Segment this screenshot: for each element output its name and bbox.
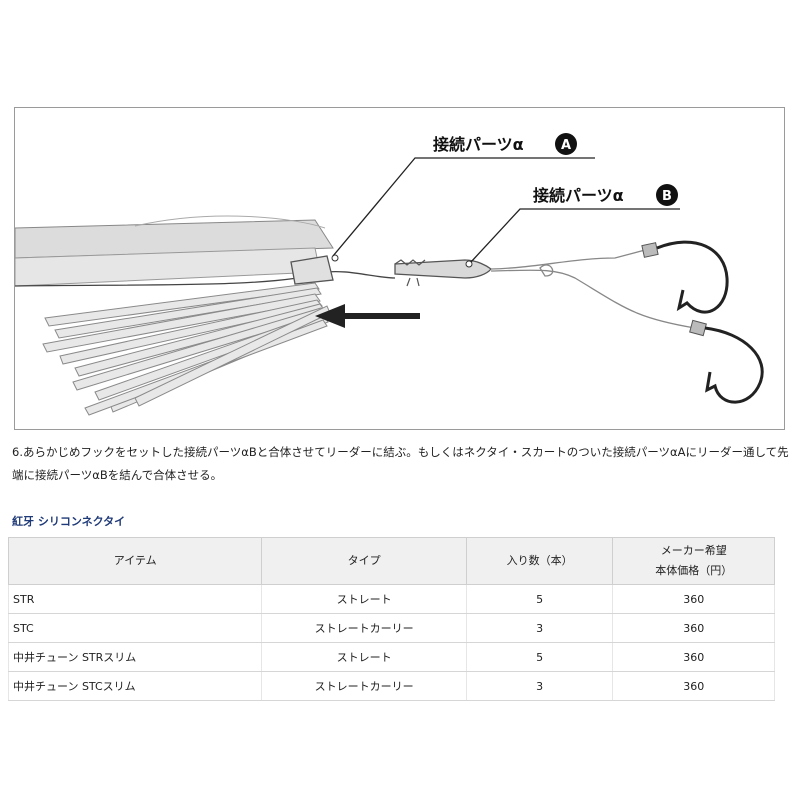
badge-b-icon bbox=[656, 184, 678, 206]
header-price-line1: メーカー希望 bbox=[660, 544, 727, 557]
leader-line bbox=[15, 270, 396, 287]
cell-item: 中井チューン STCスリム bbox=[7, 671, 263, 701]
diagram-frame: 接続パーツα A 接続パーツα B bbox=[14, 107, 785, 430]
cell-item: 中井チューン STRスリム bbox=[7, 642, 263, 672]
cell-type: ストレート bbox=[261, 642, 467, 672]
cell-item: STR bbox=[7, 584, 263, 614]
cell-price: 360 bbox=[612, 613, 775, 643]
header-item: アイテム bbox=[7, 537, 263, 585]
callout-a: 接続パーツα A bbox=[332, 133, 595, 257]
assist-lines bbox=[490, 249, 696, 329]
table-row: 中井チューン STRスリム ストレート 5 360 bbox=[7, 642, 775, 672]
header-price-line2: 本体価格（円） bbox=[655, 564, 733, 577]
direction-arrow bbox=[315, 304, 420, 328]
rig-diagram: 接続パーツα A 接続パーツα B bbox=[15, 133, 764, 416]
header-price: メーカー希望 本体価格（円） bbox=[612, 537, 775, 585]
header-count: 入り数（本） bbox=[465, 537, 614, 585]
cell-count: 5 bbox=[465, 584, 614, 614]
cell-item: STC bbox=[7, 613, 263, 643]
caption-text: 6.あらかじめフックをセットした接続パーツαBと合体させてリーダーに結ぶ。もしく… bbox=[12, 445, 789, 482]
header-type: タイプ bbox=[261, 537, 467, 585]
callout-b-label: 接続パーツα bbox=[533, 186, 624, 205]
table-row: STC ストレートカーリー 3 360 bbox=[7, 613, 775, 643]
hook-upper bbox=[641, 240, 729, 314]
section-title: 紅牙 シリコンネクタイ bbox=[12, 515, 126, 528]
table-row: 中井チューン STCスリム ストレートカーリー 3 360 bbox=[7, 671, 775, 701]
callout-a-label: 接続パーツα bbox=[433, 135, 524, 154]
badge-a-letter: A bbox=[561, 138, 571, 153]
badge-a-icon bbox=[555, 133, 577, 155]
cell-price: 360 bbox=[612, 584, 775, 614]
badge-b-letter: B bbox=[662, 189, 672, 204]
skirt-strands bbox=[42, 282, 331, 416]
cell-price: 360 bbox=[612, 642, 775, 672]
connector-a bbox=[290, 254, 339, 285]
cell-price: 360 bbox=[612, 671, 775, 701]
necktie-strips bbox=[15, 215, 334, 287]
hook-lower bbox=[689, 319, 764, 404]
table-header-row: アイテム タイプ 入り数（本） メーカー希望 本体価格（円） bbox=[7, 537, 775, 585]
cell-type: ストレートカーリー bbox=[261, 671, 467, 701]
cell-count: 3 bbox=[465, 671, 614, 701]
spec-table: アイテム タイプ 入り数（本） メーカー希望 本体価格（円） STR ストレート… bbox=[7, 537, 775, 701]
cell-type: ストレート bbox=[261, 584, 467, 614]
table-row: STR ストレート 5 360 bbox=[7, 584, 775, 614]
cell-count: 5 bbox=[465, 642, 614, 672]
callout-b: 接続パーツα B bbox=[470, 184, 680, 263]
connector-b bbox=[394, 259, 492, 287]
cell-count: 3 bbox=[465, 613, 614, 643]
cell-type: ストレートカーリー bbox=[261, 613, 467, 643]
